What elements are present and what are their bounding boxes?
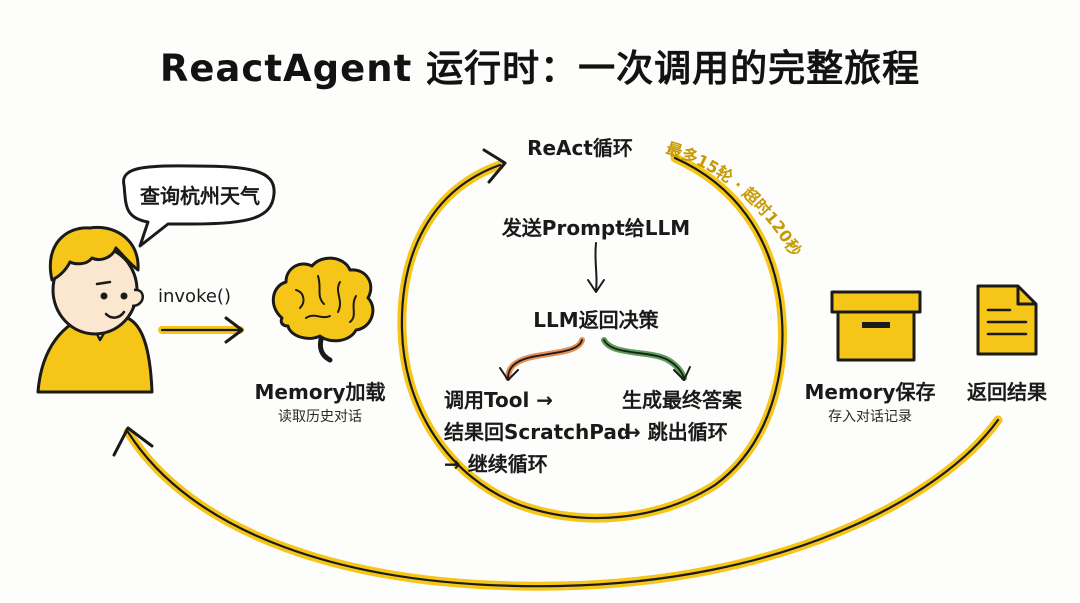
- speech-bubble: [122, 164, 276, 248]
- memory-load-title: Memory加载: [254, 380, 386, 404]
- branch-tool-line3: → 继续循环: [444, 452, 548, 476]
- branch-tool-line2: 结果回ScratchPad: [444, 420, 632, 444]
- return-result-title: 返回结果: [967, 380, 1047, 404]
- send-to-decide-arrow: [587, 242, 605, 293]
- memory-save-title: Memory保存: [804, 380, 936, 404]
- react-loop-title: ReAct循环: [527, 136, 633, 160]
- document-icon: [976, 284, 1038, 356]
- page-title: ReactAgent 运行时：一次调用的完整旅程: [159, 47, 921, 90]
- storage-box-icon: [830, 290, 922, 362]
- memory-save-subtitle: 存入对话记录: [828, 409, 912, 425]
- branch-tool-line1: 调用Tool →: [444, 388, 554, 412]
- branch-answer-line2: → 跳出循环: [624, 420, 728, 444]
- answer-branch-arrow: [601, 337, 691, 381]
- brain-icon: [271, 256, 375, 363]
- tool-branch-arrow: [499, 337, 585, 381]
- memory-load-subtitle: 读取历史对话: [278, 409, 362, 425]
- invoke-label: invoke(): [158, 286, 231, 307]
- user-avatar: [36, 225, 154, 394]
- return-loop-arrow: [112, 415, 1003, 591]
- invoke-arrow: [158, 316, 244, 344]
- speech-bubble-text: 查询杭州天气: [140, 184, 260, 208]
- react-loop-circle: [397, 148, 787, 523]
- step-llm-decision: LLM返回决策: [533, 308, 659, 332]
- branch-answer-line1: 生成最终答案: [622, 388, 742, 412]
- step-send-prompt: 发送Prompt给LLM: [501, 216, 691, 240]
